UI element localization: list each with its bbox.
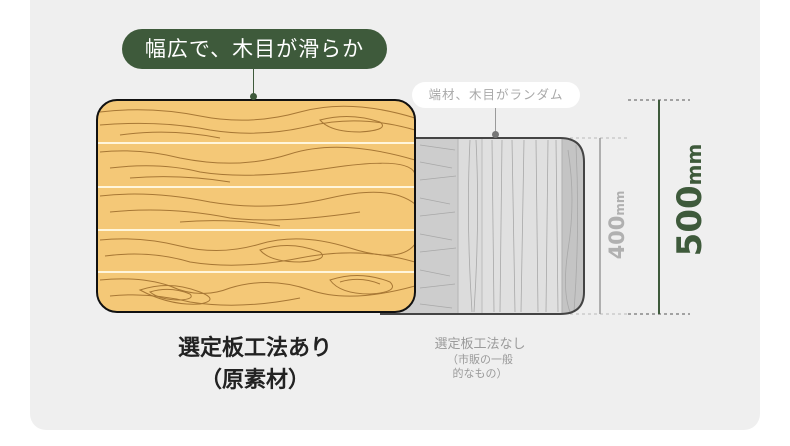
selected-board-subtitle: （原素材） bbox=[199, 368, 310, 393]
dimension-400mm: 400mm bbox=[592, 180, 642, 270]
selected-board-label: 選定板工法あり （原素材） bbox=[150, 333, 360, 397]
regular-board-note-2: 的なもの） bbox=[452, 367, 508, 380]
dimension-value: 400 bbox=[605, 215, 629, 260]
wide-grain-callout: 幅広で、木目が滑らか bbox=[122, 29, 387, 69]
sub-callout-pointer-dot bbox=[492, 131, 499, 138]
regular-board-label: 選定板工法なし （市販の一般 的なもの） bbox=[400, 336, 560, 381]
callout-pointer-line bbox=[253, 69, 254, 95]
dimension-500mm: 500mm bbox=[650, 140, 730, 260]
regular-board-note-1: （市販の一般 bbox=[447, 353, 513, 366]
random-grain-callout: 端材、木目がランダム bbox=[412, 82, 580, 108]
dimension-unit: mm bbox=[682, 143, 706, 186]
callout-pointer-dot bbox=[250, 93, 257, 100]
dimension-unit: mm bbox=[613, 190, 627, 216]
random-grain-board bbox=[380, 137, 585, 315]
dimension-value: 500 bbox=[670, 185, 710, 257]
regular-board-title: 選定板工法なし bbox=[434, 337, 526, 352]
dimension-lines bbox=[570, 99, 690, 315]
selected-board-title: 選定板工法あり bbox=[177, 336, 332, 361]
sub-callout-pointer-line bbox=[495, 108, 496, 134]
wide-wood-board bbox=[96, 99, 416, 313]
